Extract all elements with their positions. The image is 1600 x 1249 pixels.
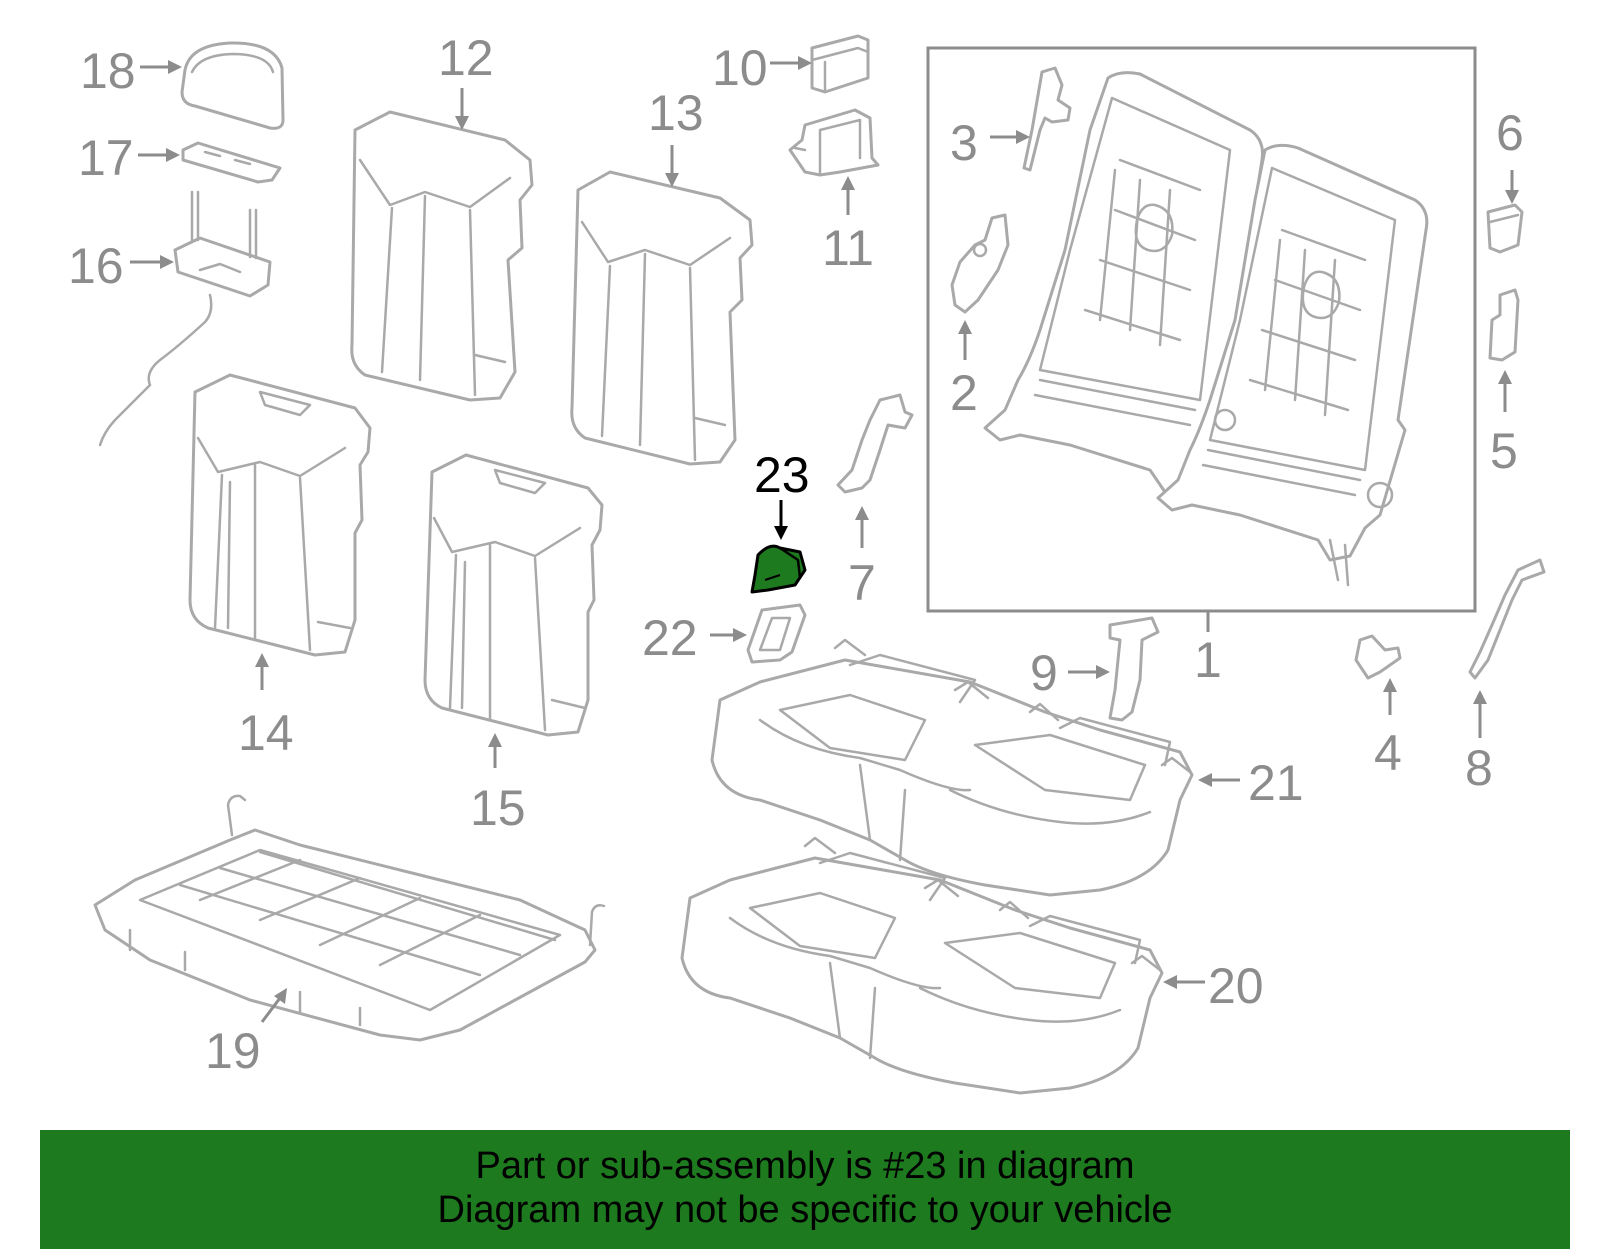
arrow-13 [665, 145, 679, 187]
assembly-frame-box [926, 46, 1477, 613]
part-14-seat-back[interactable] [188, 373, 372, 657]
part-12-seat-back-cover[interactable] [350, 110, 534, 402]
callout-19: 19 [205, 1023, 261, 1079]
arrow-12 [455, 88, 469, 130]
arrow-9 [1068, 665, 1110, 679]
arrow-23 [774, 500, 788, 540]
part-23-highlighted-part[interactable] [750, 544, 807, 594]
arrow-22 [710, 628, 747, 642]
callout-15: 15 [470, 780, 526, 836]
callout-8: 8 [1465, 740, 1493, 796]
callout-5: 5 [1490, 423, 1518, 479]
arrow-14 [255, 653, 269, 690]
callout-18: 18 [80, 43, 136, 99]
part-7-bracket[interactable] [836, 393, 914, 494]
part-18-headrest[interactable] [180, 41, 285, 130]
arrow-2 [958, 320, 972, 360]
info-banner: Part or sub-assembly is #23 in diagram D… [40, 1130, 1570, 1249]
part-1-seat-back-frame[interactable] [983, 71, 1429, 587]
part-16-headrest-support[interactable] [98, 190, 272, 447]
banner-line-1: Part or sub-assembly is #23 in diagram [475, 1145, 1135, 1187]
arrow-3 [990, 130, 1030, 144]
part-22-trim-piece[interactable] [746, 603, 807, 664]
arrow-17 [138, 148, 180, 162]
arrow-11 [841, 176, 855, 215]
arrow-10 [770, 56, 812, 70]
arrow-19 [260, 988, 287, 1023]
part-6-release-button[interactable] [1486, 203, 1524, 254]
part-21-cushion-cover[interactable] [710, 638, 1194, 897]
callout-9: 9 [1030, 645, 1058, 701]
callout-14: 14 [238, 705, 294, 761]
arrow-4 [1383, 678, 1397, 715]
part-13-seat-back-cover[interactable] [570, 170, 754, 466]
banner-line-2: Diagram may not be specific to your vehi… [437, 1189, 1173, 1231]
part-9-bracket[interactable] [1108, 616, 1160, 722]
callout-3: 3 [950, 115, 978, 171]
part-4-bracket[interactable] [1354, 634, 1402, 680]
callout-2: 2 [950, 365, 978, 421]
arrow-15 [488, 733, 502, 768]
callout-22: 22 [642, 610, 698, 666]
callout-16: 16 [68, 238, 124, 294]
arrow-7 [855, 506, 869, 548]
callout-17: 17 [78, 130, 134, 186]
arrow-8 [1473, 690, 1487, 738]
part-11-bracket[interactable] [788, 108, 880, 177]
arrow-16 [130, 255, 174, 269]
callout-7: 7 [848, 555, 876, 611]
callout-6: 6 [1496, 105, 1524, 161]
part-15-seat-back[interactable] [423, 453, 604, 737]
arrow-20 [1163, 975, 1205, 989]
callout-13: 13 [648, 85, 704, 141]
callout-12: 12 [438, 30, 494, 86]
part-17-guide-plate[interactable] [181, 141, 282, 184]
part-19-cushion-frame[interactable] [93, 794, 606, 1042]
part-10-bracket[interactable] [810, 34, 870, 94]
callout-11: 11 [822, 220, 874, 276]
part-2-trim-cover[interactable] [950, 213, 1010, 314]
part-3-latch[interactable] [1022, 66, 1072, 172]
part-8-cable[interactable] [1468, 558, 1546, 680]
arrow-18 [140, 60, 182, 74]
parts-diagram: 18 17 16 12 13 14 15 10 11 1 3 2 6 5 7 8… [68, 30, 1546, 1095]
callout-20: 20 [1208, 958, 1264, 1014]
callout-1: 1 [1194, 632, 1222, 688]
part-5-trim[interactable] [1488, 288, 1520, 362]
callout-23: 23 [754, 447, 810, 503]
callout-4: 4 [1374, 725, 1402, 781]
callout-21: 21 [1248, 755, 1304, 811]
callout-10: 10 [712, 40, 768, 96]
arrow-21 [1198, 773, 1240, 787]
arrow-5 [1498, 370, 1512, 412]
part-20-seat-cushion[interactable] [680, 836, 1164, 1095]
arrow-6 [1505, 170, 1519, 204]
